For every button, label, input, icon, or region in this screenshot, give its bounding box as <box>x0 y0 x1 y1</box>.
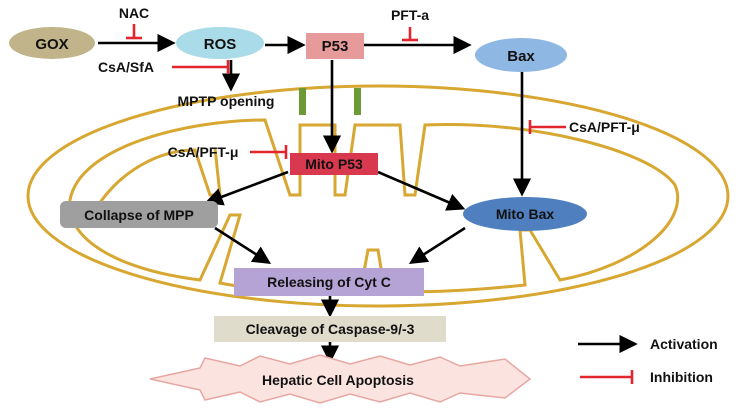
inhibitor-csa-sfa-label: CsA/SfA <box>98 59 154 75</box>
channel-bar-left <box>299 88 306 115</box>
node-collapse-mpp: Collapse of MPP <box>60 201 218 228</box>
legend-inhibition-label: Inhibition <box>650 369 713 385</box>
activation-arrows <box>98 33 532 364</box>
node-releasing-cytc: Releasing of Cyt C <box>234 268 424 296</box>
node-cleavage: Cleavage of Caspase-9/-3 <box>214 316 446 342</box>
inhibitor-nac-label: NAC <box>119 5 149 21</box>
node-bax: Bax <box>475 38 567 72</box>
node-mito-bax-label: Mito Bax <box>496 206 555 222</box>
legend-activation-label: Activation <box>650 336 718 352</box>
arrow-collapse-cytc <box>214 226 272 264</box>
node-apoptosis: Hepatic Cell Apoptosis <box>149 354 532 404</box>
arrow-mitobax-cytc <box>408 226 466 264</box>
node-mito-p53-label: Mito P53 <box>305 156 363 172</box>
inhibit-nac <box>126 24 142 40</box>
node-mito-p53: Mito P53 <box>290 153 378 175</box>
inhibitor-csa-pft-left-label: CsA/PFT-μ <box>168 144 239 160</box>
inhibitor-csa-pft-right-label: CsA/PFT-μ <box>569 119 640 135</box>
mitochondrion <box>26 84 730 308</box>
node-cleavage-label: Cleavage of Caspase-9/-3 <box>246 321 415 337</box>
inhibitor-pft-a-label: PFT-a <box>391 7 429 23</box>
mito-crista-left <box>93 147 222 211</box>
node-mptp-label: MPTP opening <box>178 93 275 109</box>
node-gox: GOX <box>9 27 95 59</box>
arrow-mitop53-collapse <box>204 170 289 206</box>
node-ros: ROS <box>176 27 264 59</box>
arrow-mitop53-mitobax <box>377 170 466 211</box>
channel-bars <box>299 88 361 115</box>
inhibit-csa-pft-left <box>250 145 288 159</box>
node-bax-label: Bax <box>507 48 535 65</box>
node-collapse-mpp-label: Collapse of MPP <box>84 207 194 223</box>
apoptosis-burst <box>149 354 532 404</box>
node-releasing-cytc-label: Releasing of Cyt C <box>267 274 391 290</box>
node-p53-label: P53 <box>322 38 349 55</box>
node-apoptosis-label: Hepatic Cell Apoptosis <box>262 372 414 388</box>
legend: Activation Inhibition <box>578 334 718 385</box>
node-ros-label: ROS <box>204 36 237 53</box>
channel-bar-right <box>354 88 361 115</box>
inhibit-pft-a <box>402 27 418 42</box>
inhibition-lines <box>126 24 566 159</box>
mito-outer-membrane <box>26 84 730 308</box>
mito-inner-membrane <box>68 118 680 295</box>
node-gox-label: GOX <box>35 36 68 53</box>
inhibit-csa-pft-right <box>528 120 566 134</box>
node-mito-bax: Mito Bax <box>463 197 587 231</box>
legend-inhibition-symbol <box>580 370 634 384</box>
node-p53: P53 <box>306 33 364 59</box>
inhibit-csa-sfa <box>172 60 230 74</box>
